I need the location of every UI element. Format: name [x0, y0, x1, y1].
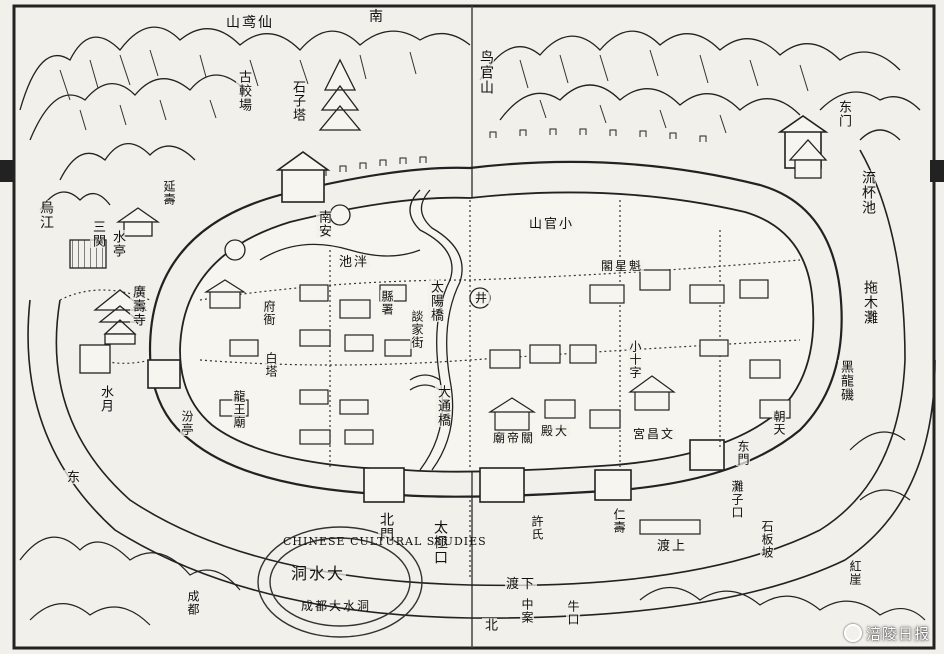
label-wenchang-gong: 文昌宮	[632, 427, 677, 441]
label-nan-an: 南安	[316, 210, 331, 238]
label-fenting: 汾亭	[180, 410, 194, 436]
label-xu-shi: 許氏	[530, 515, 544, 541]
label-south: 南	[368, 9, 386, 25]
label-well: 井	[474, 291, 491, 305]
right-tab	[930, 160, 944, 182]
label-bai-ta: 白塔	[264, 352, 278, 378]
label-yanshou: 延壽	[162, 180, 176, 206]
left-tab	[0, 160, 14, 182]
label-zong-an: 中案	[520, 598, 534, 624]
label-xia-du: 下渡	[505, 577, 538, 592]
label-guan-di: 關帝廟	[492, 431, 537, 445]
map-border	[12, 4, 936, 650]
mountain-range-top	[19, 26, 921, 211]
label-tan-zi-kou: 灘子口	[730, 480, 744, 519]
wechat-icon	[843, 624, 862, 642]
label-shuiyue: 水月	[98, 385, 113, 413]
label-guangshou-si: 廣壽寺	[130, 285, 145, 327]
label-sanguan: 三関	[90, 220, 105, 248]
label-chengdu: 成都	[186, 590, 200, 616]
east-lower-gate	[689, 439, 725, 471]
lower-gate	[479, 467, 525, 503]
label-east-gate-top: 东门	[836, 100, 851, 128]
mountain-range-bottom	[19, 431, 926, 626]
north-gate	[363, 467, 405, 503]
label-long-wang: 龍王廟	[232, 390, 246, 429]
mountain-hatching	[59, 49, 809, 134]
label-xian-ya: 縣署	[380, 290, 394, 316]
label-shi-ban-po: 石板坡	[760, 520, 774, 559]
label-gu-xiaochang: 古較場	[236, 70, 251, 112]
label-tuomu-tan: 拖木灘	[862, 280, 878, 325]
city-gates	[147, 115, 829, 503]
label-da-shui-dong: 大水洞	[290, 564, 347, 583]
label-hongya: 紅崖	[848, 560, 862, 586]
label-dong-yin: 东門	[736, 440, 750, 466]
label-chaotian: 朝天	[772, 410, 786, 436]
stamp-outer-text: CHINESE CULTURAL STUDIES	[283, 535, 487, 548]
label-shang-du: 上渡	[656, 539, 689, 554]
stamp-inner-text: 成都大水洞	[301, 599, 372, 613]
watermark-text: 涪陵日报	[865, 625, 930, 643]
label-wu-jiang: 烏江	[38, 200, 54, 230]
pagoda-hill	[318, 58, 362, 131]
label-guanyin-mountain: 鸟官山	[478, 50, 494, 95]
label-liuhe-chi: 流杯池	[860, 170, 876, 215]
label-shizi-ta: 石子塔	[290, 80, 305, 122]
label-dian-yu-gong: 大殿	[540, 424, 571, 438]
label-east-lower: 东	[64, 470, 79, 484]
label-shuiting: 水亭	[110, 230, 125, 258]
label-xiao-shizi: 小十字	[628, 340, 642, 379]
temple-east	[788, 139, 828, 179]
label-kuixing-ge: 魁星閣	[600, 259, 645, 273]
label-taiyang-qiao: 太陽橋	[428, 280, 443, 322]
label-north-bottom: 北	[482, 618, 497, 632]
label-ren-shou: 仁壽	[612, 508, 626, 534]
label-tai-ji-kou: 太極口	[432, 520, 448, 565]
west-gate	[147, 359, 181, 389]
collector-stamp	[257, 526, 423, 638]
label-bei-men: 北門	[378, 512, 394, 542]
label-xiandan-mountain: 仙鸢山	[225, 15, 275, 31]
label-fu-chi: 府衙	[262, 300, 276, 326]
label-niu-kou: 牛口	[566, 600, 580, 626]
label-dalian-qiao: 大通橋	[435, 385, 450, 427]
watermark: 涪陵日报	[843, 623, 930, 644]
lower-gate-2	[594, 469, 632, 501]
label-tanjia-jie: 談家街	[410, 310, 424, 349]
label-xiao-guanshan: 小官山	[528, 217, 576, 232]
label-yu-chi: 泮池	[338, 255, 371, 270]
south-gate	[281, 167, 325, 203]
label-heilong-tan: 黑龍磯	[838, 360, 853, 402]
